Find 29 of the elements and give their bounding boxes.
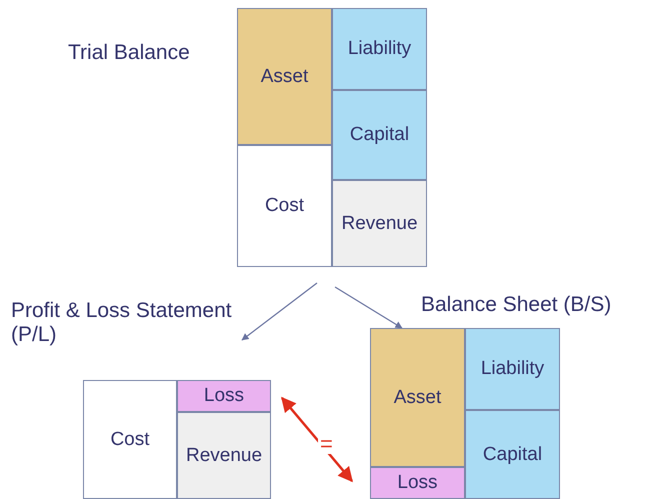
account-block	[370, 328, 465, 467]
account-label: Capital	[350, 124, 410, 146]
account-block	[465, 410, 560, 499]
account-label: Liability	[480, 358, 544, 380]
account-block	[177, 380, 271, 412]
account-label: Asset	[394, 386, 442, 408]
arrow	[334, 286, 403, 329]
account-label: Loss	[397, 472, 438, 494]
arrow	[281, 396, 353, 482]
account-block	[332, 8, 427, 90]
account-label: Revenue	[186, 444, 262, 466]
account-label: Loss	[204, 385, 244, 407]
account-block	[237, 145, 332, 267]
account-block	[370, 467, 465, 499]
statement-title: Trial Balance	[68, 41, 190, 65]
account-label: Asset	[260, 66, 308, 88]
account-block	[237, 8, 332, 145]
account-label: Cost	[264, 195, 304, 217]
account-block	[332, 90, 427, 180]
account-block	[332, 180, 427, 267]
arrow	[241, 282, 318, 340]
account-label: Revenue	[341, 212, 418, 234]
account-label: Cost	[110, 428, 150, 450]
account-label: Liability	[348, 38, 412, 60]
account-label: Capital	[482, 444, 542, 466]
statement-title: Balance Sheet (B/S)	[421, 293, 612, 317]
statement-title: Profit & Loss Statement (P/L)	[11, 299, 233, 347]
account-block	[465, 328, 560, 410]
account-block	[177, 412, 271, 499]
